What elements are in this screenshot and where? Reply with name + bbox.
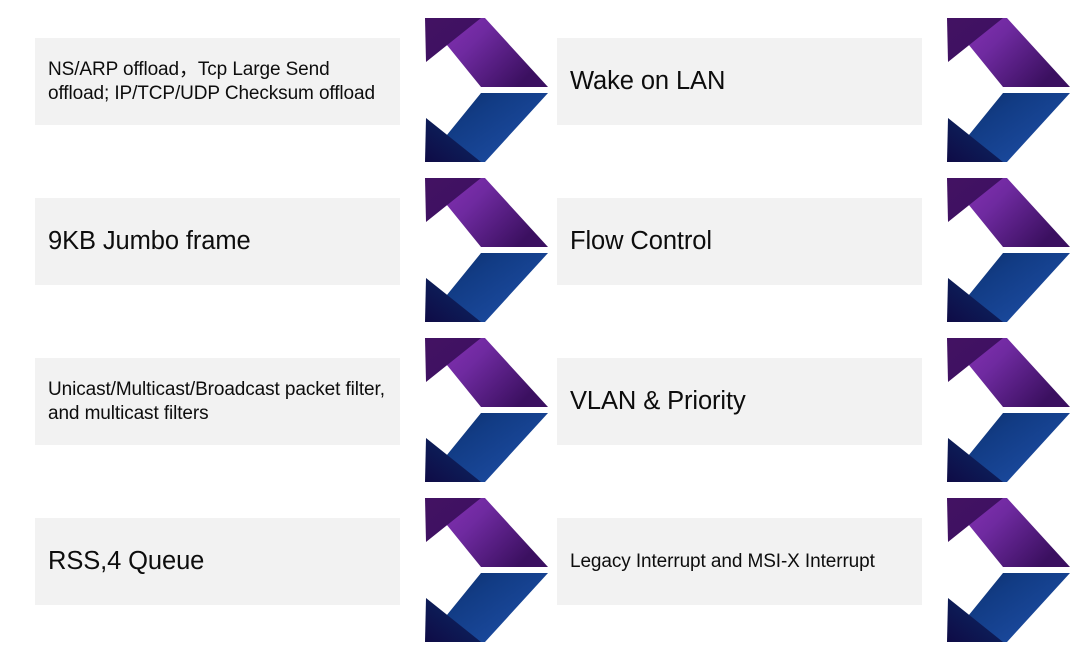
chevron-item-flow-control[interactable]: Flow Control [557,175,1070,325]
chevron-arrow-icon [425,178,548,322]
chevron-arrow [385,175,548,325]
chevron-label-plate: Wake on LAN [557,38,922,125]
chevron-arrow-icon [425,498,548,642]
chevron-label-text: Unicast/Multicast/Broadcast packet filte… [48,379,385,424]
chevron-arrow-icon [947,498,1070,642]
chevron-label-text: Legacy Interrupt and MSI-X Interrupt [570,550,875,572]
chevron-item-packet-filter[interactable]: Unicast/Multicast/Broadcast packet filte… [35,335,548,485]
chevron-label-text: 9KB Jumbo frame [48,226,251,255]
chevron-item-wake-on-lan[interactable]: Wake on LAN [557,15,1070,165]
chevron-arrow-icon [425,18,548,162]
chevron-item-ns-arp-offload[interactable]: NS/ARP offload，Tcp Large Send offload; I… [35,15,548,165]
chevron-arrow [385,335,548,485]
chevron-arrow [907,335,1070,485]
chevron-label-plate: Flow Control [557,198,922,285]
chevron-arrow-icon [947,18,1070,162]
chevron-arrow-icon [425,338,548,482]
chevron-label-text: Flow Control [570,226,712,255]
chevron-label-plate: VLAN & Priority [557,358,922,445]
chevron-arrow [907,15,1070,165]
chevron-label-plate: RSS,4 Queue [35,518,400,605]
chevron-arrow-icon [947,178,1070,322]
chevron-item-interrupts[interactable]: Legacy Interrupt and MSI-X Interrupt [557,495,1070,645]
chevron-arrow [907,495,1070,645]
chevron-label-text: RSS,4 Queue [48,546,205,575]
chevron-label-plate: Legacy Interrupt and MSI-X Interrupt [557,518,922,605]
chevron-arrow [907,175,1070,325]
chevron-label-text: Wake on LAN [570,66,726,95]
chevron-label-text: NS/ARP offload，Tcp Large Send offload; I… [48,59,375,104]
chevron-label-plate: NS/ARP offload，Tcp Large Send offload; I… [35,38,400,125]
chevron-item-rss-4-queue[interactable]: RSS,4 Queue [35,495,548,645]
chevron-label-plate: Unicast/Multicast/Broadcast packet filte… [35,358,400,445]
chevron-item-jumbo-frame[interactable]: 9KB Jumbo frame [35,175,548,325]
chevron-item-vlan-priority[interactable]: VLAN & Priority [557,335,1070,485]
chevron-label-text: VLAN & Priority [570,386,746,415]
chevron-arrow [385,495,548,645]
chevron-arrow-icon [947,338,1070,482]
chevron-label-plate: 9KB Jumbo frame [35,198,400,285]
chevron-arrow [385,15,548,165]
